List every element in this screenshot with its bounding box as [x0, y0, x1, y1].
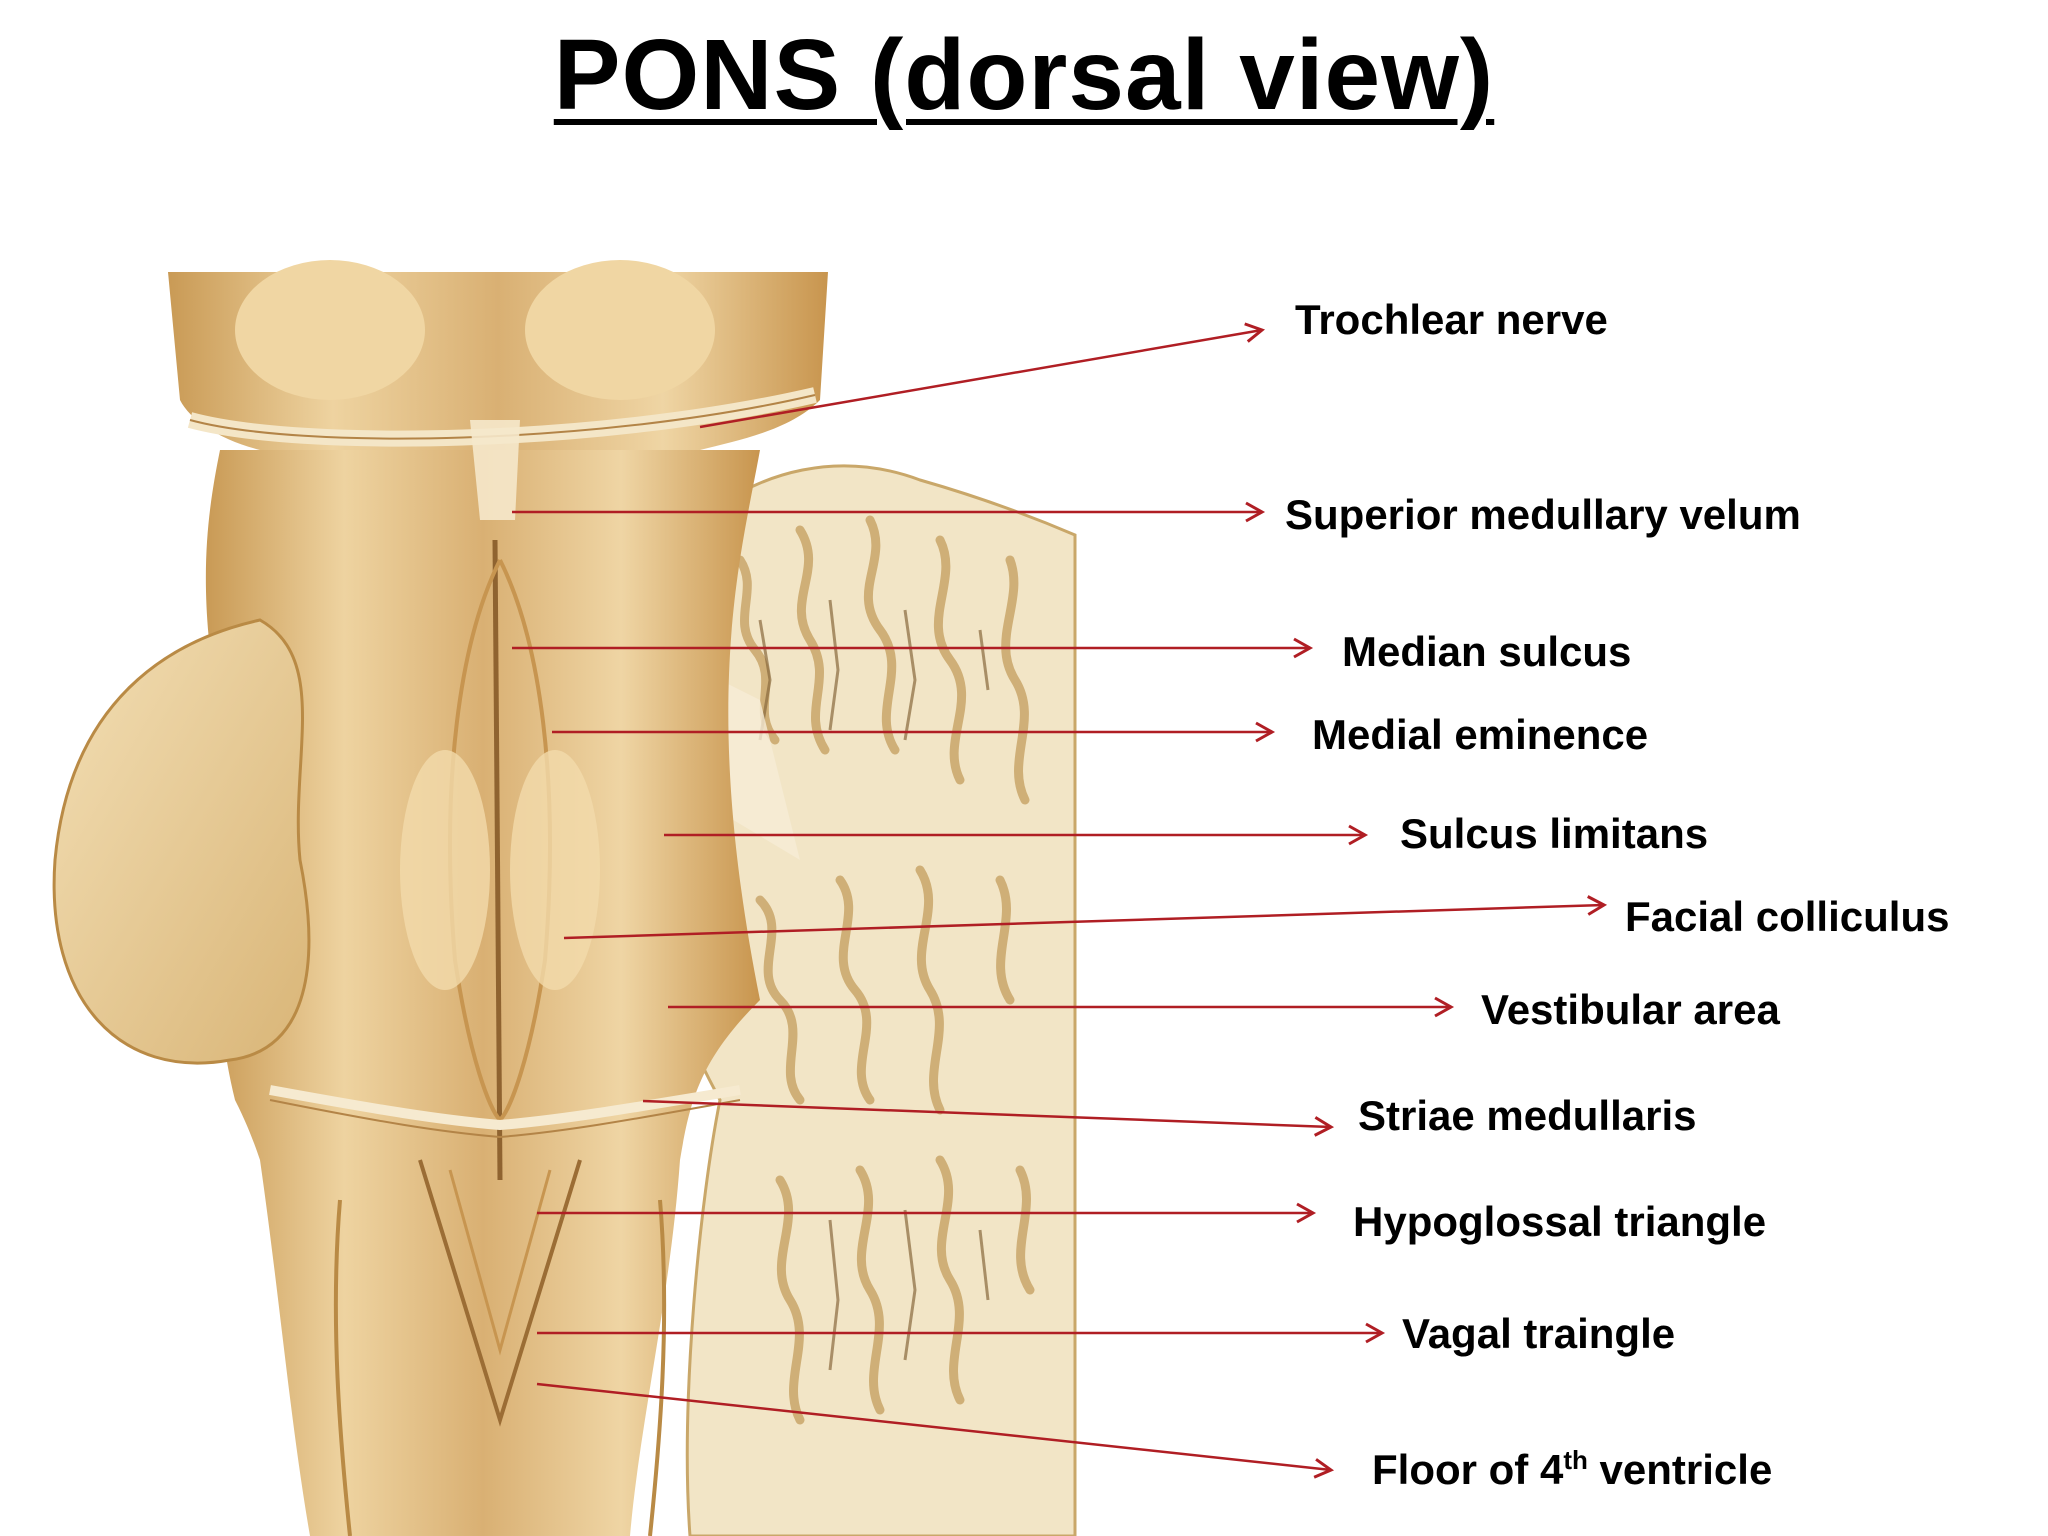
label-floor-4th-ventricle-superscript: th — [1563, 1445, 1588, 1475]
label-hypoglossal-triangle: Hypoglossal triangle — [1353, 1198, 1767, 1245]
brainstem-body — [52, 260, 828, 1536]
label-median-sulcus: Median sulcus — [1342, 628, 1632, 675]
label-sulcus-limitans: Sulcus limitans — [1400, 810, 1709, 857]
arrow-facial-colliculus — [563, 895, 1608, 940]
label-floor-4th-ventricle-text: Floor of 4 — [1372, 1446, 1564, 1493]
pointer-arrows — [512, 322, 1608, 1479]
label-floor-4th-ventricle-suffix: ventricle — [1587, 1446, 1773, 1493]
label-floor-4th-ventricle: Floor of 4th ventricle — [1372, 1445, 1772, 1494]
label-striae-medullaris: Striae medullaris — [1358, 1092, 1697, 1139]
arrow-trochlear-nerve — [699, 322, 1266, 429]
label-vagal-triangle: Vagal traingle — [1402, 1310, 1676, 1357]
arrow-floor-4th-ventricle — [536, 1382, 1335, 1479]
arrow-striae-medullaris — [642, 1099, 1335, 1137]
label-facial-colliculus: Facial colliculus — [1625, 893, 1950, 940]
page-title: PONS (dorsal view) — [553, 19, 1495, 131]
label-medial-eminence: Medial eminence — [1312, 711, 1649, 758]
label-superior-medullary-velum: Superior medullary velum — [1285, 491, 1801, 538]
label-vestibular-area: Vestibular area — [1481, 986, 1780, 1033]
label-trochlear-nerve: Trochlear nerve — [1295, 296, 1608, 343]
